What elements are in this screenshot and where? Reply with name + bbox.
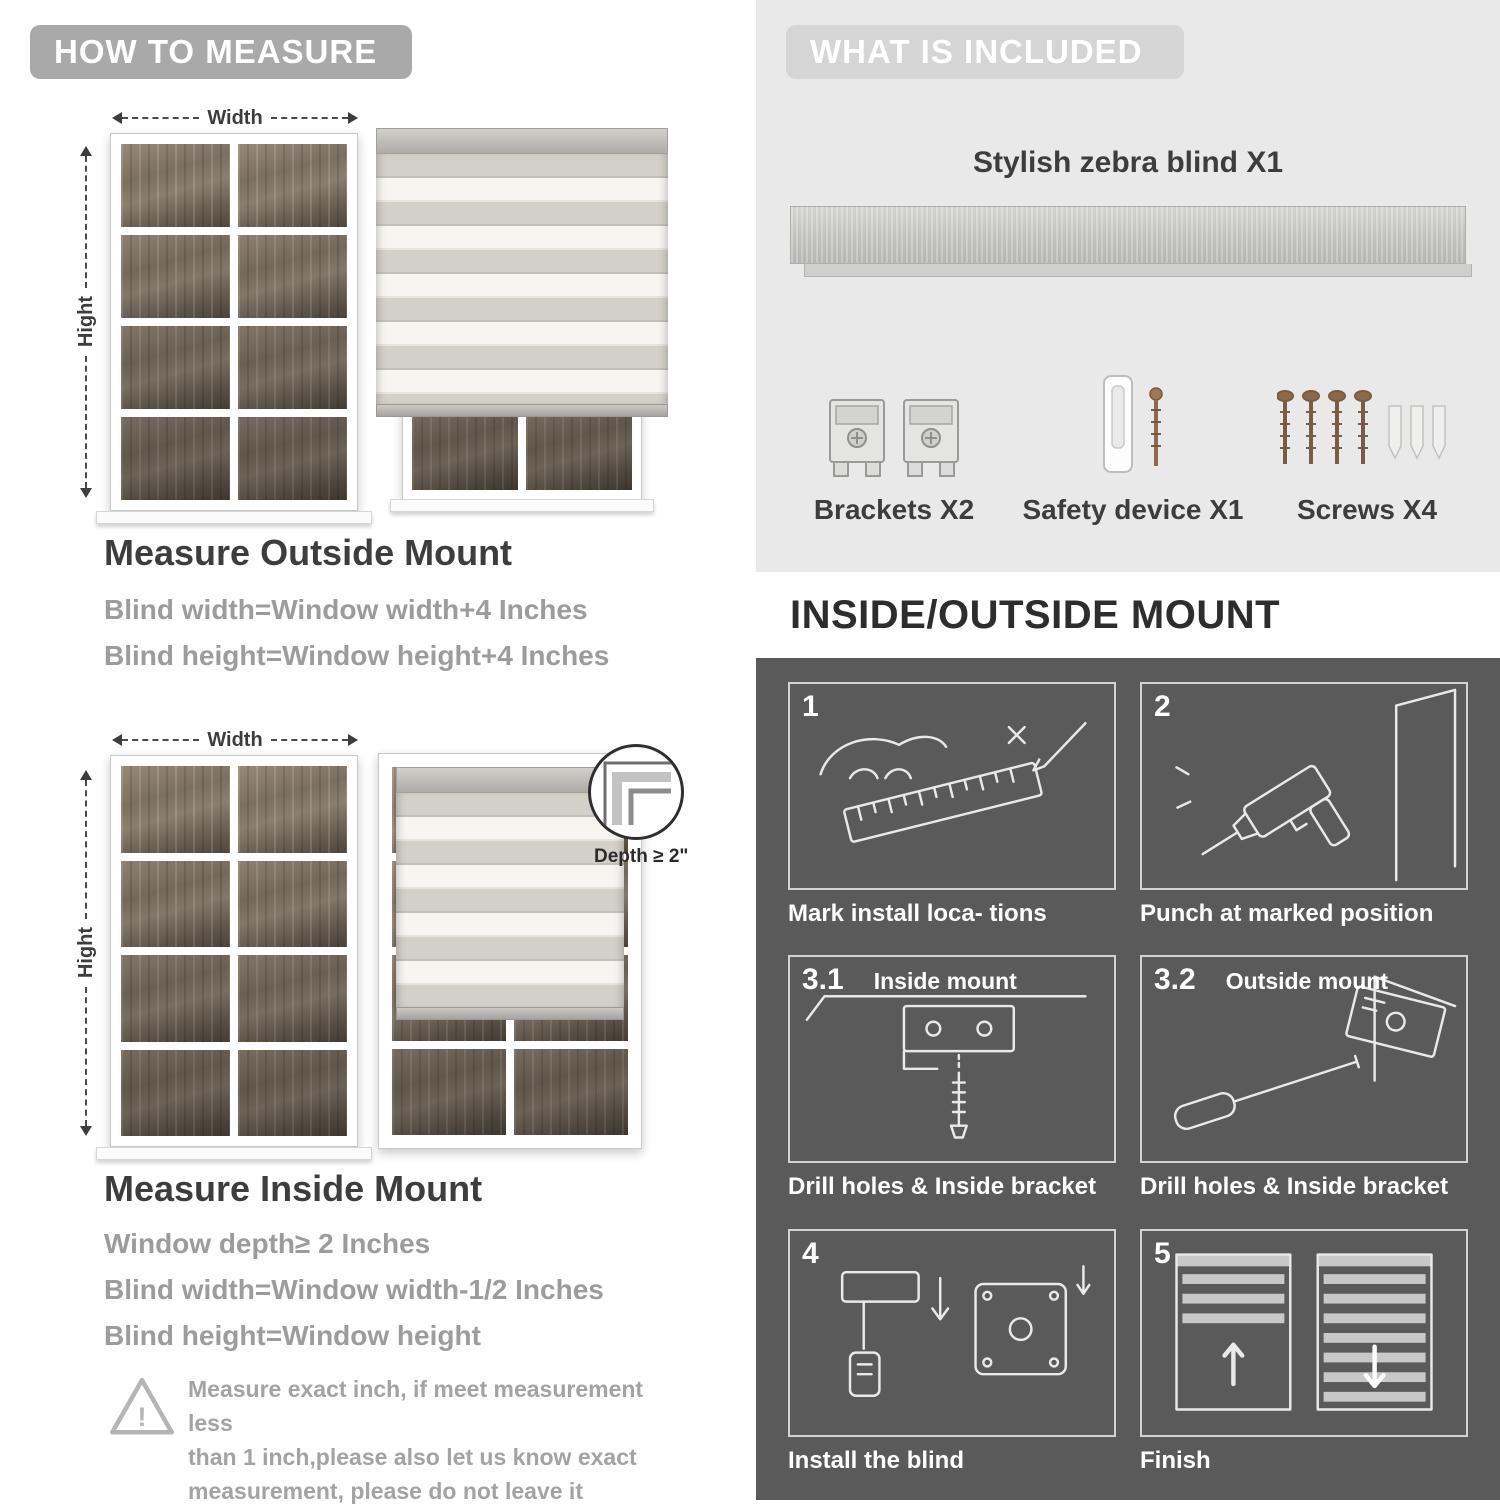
note-line-1: Measure exact inch, if meet measurement … <box>188 1376 644 1436</box>
outside-bracket-illustration <box>1173 975 1457 1131</box>
svg-text:!: ! <box>138 1402 147 1432</box>
step-caption: Mark install loca- tions <box>788 900 1047 927</box>
outside-rule-width: Blind width=Window width+4 Inches <box>104 594 588 625</box>
brackets-label: Brackets X2 <box>813 494 975 525</box>
width-arrow: Width <box>112 729 359 751</box>
finish-illustration <box>1175 1252 1433 1411</box>
inside-rule-width: Blind width=Window width-1/2 Inches <box>104 1274 604 1305</box>
how-to-measure-panel: HOW TO MEASURE Width Hight <box>0 0 750 1504</box>
blind-cassette <box>376 128 668 154</box>
what-is-included-section: WHAT IS INCLUDED Stylish zebra blind X1 <box>756 0 1500 572</box>
bracket-icon <box>829 399 885 477</box>
what-is-included-title: WHAT IS INCLUDED <box>810 33 1143 70</box>
window-illustration-outside <box>110 133 358 511</box>
width-label: Width <box>207 728 263 751</box>
step-number: 3.2 <box>1154 963 1196 997</box>
mark-locations-illustration <box>819 722 1087 843</box>
step-caption: Install the blind <box>788 1446 965 1474</box>
outside-rule-height: Blind height=Window height+4 Inches <box>104 640 610 671</box>
arrow-up-icon <box>80 146 92 156</box>
depth-label: Depth ≥ 2" <box>594 846 689 867</box>
arrow-up-icon <box>80 770 92 780</box>
included-item-screws: Screws X4 <box>1262 340 1472 526</box>
step-3-2: 3.2 Outside mount <box>1140 955 1468 1206</box>
how-to-measure-banner: HOW TO MEASURE <box>30 25 412 79</box>
safety-device-label: Safety device X1 <box>1022 494 1244 525</box>
zebra-blind <box>376 128 668 417</box>
window-sill <box>96 1147 372 1160</box>
step-2: 2 <box>1140 682 1468 933</box>
step-4: 4 <box>788 1228 1116 1480</box>
step-number: 1 <box>802 690 819 723</box>
arrow-left-icon <box>112 112 122 124</box>
window-pane <box>121 144 230 227</box>
blind-bottom-rail <box>376 404 668 417</box>
step-caption: Punch at marked position <box>1140 900 1434 927</box>
how-to-measure-title: HOW TO MEASURE <box>54 33 378 70</box>
step-caption: Drill holes & Inside bracket <box>788 1173 1097 1201</box>
height-label: Hight <box>74 296 97 348</box>
step-number: 4 <box>802 1236 819 1270</box>
included-items-row: Brackets X2 Safety device X1 <box>784 340 1472 526</box>
screws-icon <box>1277 390 1446 464</box>
note-line-2: than 1 inch,please also let us know exac… <box>188 1444 637 1470</box>
height-arrow: Hight <box>75 146 97 498</box>
step-number: 2 <box>1154 690 1171 723</box>
drill-illustration <box>1175 688 1457 882</box>
height-label: Hight <box>74 927 97 979</box>
arrow-right-icon <box>348 112 359 124</box>
arrow-right-icon <box>348 734 359 746</box>
arrow-down-icon <box>80 1126 92 1136</box>
inside-rule-height: Blind height=Window height <box>104 1320 481 1351</box>
safety-device-icon <box>1103 375 1163 473</box>
warning-icon: ! <box>106 1372 178 1444</box>
arrow-down-icon <box>80 488 92 498</box>
step-caption: Finish <box>1140 1446 1211 1474</box>
step-number: 5 <box>1154 1236 1171 1270</box>
inside-bracket-illustration <box>805 995 1087 1140</box>
inside-rule-depth: Window depth≥ 2 Inches <box>104 1228 431 1259</box>
step-3-1: 3.1 Inside mount <box>788 955 1116 1206</box>
window-sill <box>96 511 372 524</box>
what-is-included-banner: WHAT IS INCLUDED <box>786 25 1184 79</box>
inside-mount-title: Measure Inside Mount <box>104 1168 483 1209</box>
step-number: 3.1 <box>802 963 844 997</box>
step-1: 1 <box>788 682 1116 933</box>
inside-outside-mount-title: INSIDE/OUTSIDE MOUNT <box>790 592 1281 637</box>
depth-zoom-icon <box>588 744 684 840</box>
zebra-blind-headrail <box>790 206 1472 277</box>
height-arrow: Hight <box>75 770 97 1136</box>
step-caption: Drill holes & Inside bracket <box>1140 1173 1449 1201</box>
step-tag: Inside mount <box>873 968 1017 995</box>
screws-label: Screws X4 <box>1296 494 1438 525</box>
arrow-left-icon <box>112 734 122 746</box>
blind-bottom-rail <box>396 1007 624 1020</box>
mount-steps-panel: 1 <box>756 658 1500 1500</box>
blind-fabric <box>376 154 668 404</box>
measure-note: Measure exact inch, if meet measurement … <box>188 1372 668 1508</box>
width-label: Width <box>207 106 263 129</box>
width-arrow: Width <box>112 107 359 129</box>
bracket-icon <box>903 399 959 477</box>
right-panel: WHAT IS INCLUDED Stylish zebra blind X1 <box>756 0 1500 1500</box>
inside-outside-mount-header: INSIDE/OUTSIDE MOUNT <box>756 572 1500 658</box>
included-item-safety-device: Safety device X1 <box>1018 340 1248 526</box>
window-sill <box>390 499 654 512</box>
window-illustration-inside <box>110 755 358 1147</box>
step-tag: Outside mount <box>1225 968 1388 995</box>
blind-fabric <box>396 793 624 1007</box>
note-line-3: measurement, please do not leave it <box>188 1478 583 1504</box>
included-item-brackets: Brackets X2 <box>784 340 1004 526</box>
product-label: Stylish zebra blind X1 <box>972 146 1284 179</box>
install-blind-illustration <box>840 1264 1091 1397</box>
blind-outside-mount-illustration <box>376 128 668 512</box>
step-5: 5 <box>1140 1228 1468 1480</box>
outside-mount-title: Measure Outside Mount <box>104 532 513 573</box>
zebra-blind <box>396 767 624 1020</box>
anchor-icon <box>1388 405 1446 460</box>
